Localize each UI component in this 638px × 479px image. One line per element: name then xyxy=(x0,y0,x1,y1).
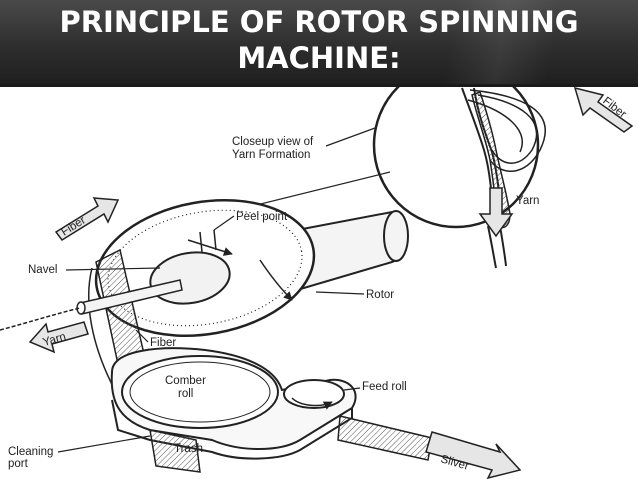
housing-front xyxy=(111,399,353,460)
label-comber-line1: Comber xyxy=(165,375,206,387)
leader-navel xyxy=(65,267,161,271)
title-gloss xyxy=(0,0,638,84)
label-peel-point: Peel point xyxy=(236,211,288,223)
comber-roll-inner xyxy=(129,361,271,423)
leader-rotor xyxy=(315,291,365,295)
fiber-arrow-top: Fiber xyxy=(573,87,634,133)
rotor-peel-stroke xyxy=(199,231,203,253)
yarn-arrow-closeup: Yarn xyxy=(478,187,539,238)
title-bar: PRINCIPLE OF ROTOR SPINNING MACHINE: xyxy=(0,0,638,84)
leader-cleaning-port xyxy=(57,435,151,453)
label-cleaning-line1: Cleaning xyxy=(8,446,53,458)
yarn-tube xyxy=(0,279,183,331)
page-title-line2: MACHINE: xyxy=(237,41,401,75)
label-fiber-left: Fiber xyxy=(59,214,88,238)
comber-roll xyxy=(121,355,279,429)
leader-fiber-mid xyxy=(135,329,149,343)
rotor-rim-inner xyxy=(107,209,303,327)
trash-chute xyxy=(149,429,201,473)
leader-peel-point xyxy=(213,215,235,231)
rotor-rotation-arrow xyxy=(259,259,293,301)
label-feed-roll: Feed roll xyxy=(362,381,407,393)
page-title: PRINCIPLE OF ROTOR SPINNING MACHINE: xyxy=(0,4,638,76)
leader-closeup xyxy=(325,127,376,147)
title-divider xyxy=(0,84,638,87)
fiber-arrow-left: Fiber xyxy=(54,197,120,241)
yarn-strand xyxy=(0,307,81,331)
sliver-input xyxy=(337,415,522,479)
feed-roll-arrow xyxy=(291,397,333,410)
label-fiber-mid: Fiber xyxy=(150,337,176,349)
rotor-peel-stroke-2 xyxy=(213,229,217,251)
yarn-arrow-left: Yarn xyxy=(28,321,89,354)
label-closeup-line2: Yarn Formation xyxy=(232,149,310,161)
label-closeup-line1: Closeup view of xyxy=(232,136,314,148)
label-comber-line2: roll xyxy=(178,388,193,400)
rotor-top-arrow xyxy=(187,239,233,256)
feed-roll xyxy=(283,379,345,410)
closeup-circle xyxy=(372,87,540,229)
label-cleaning-line2: port xyxy=(8,458,29,470)
rotor-spinning-diagram: Fiber Yarn Closeup view of Yarn Formatio… xyxy=(0,87,634,479)
feed-roll-body xyxy=(283,379,345,409)
rotor-disc xyxy=(94,199,316,337)
comber-roll-housing xyxy=(110,347,357,460)
label-navel: Navel xyxy=(28,264,57,276)
label-yarn-closeup: Yarn xyxy=(516,195,539,207)
page-title-line1: PRINCIPLE OF ROTOR SPINNING xyxy=(59,5,579,39)
label-trash: Trash xyxy=(174,443,203,455)
label-rotor: Rotor xyxy=(366,289,394,301)
leader-feed-roll xyxy=(343,387,361,391)
